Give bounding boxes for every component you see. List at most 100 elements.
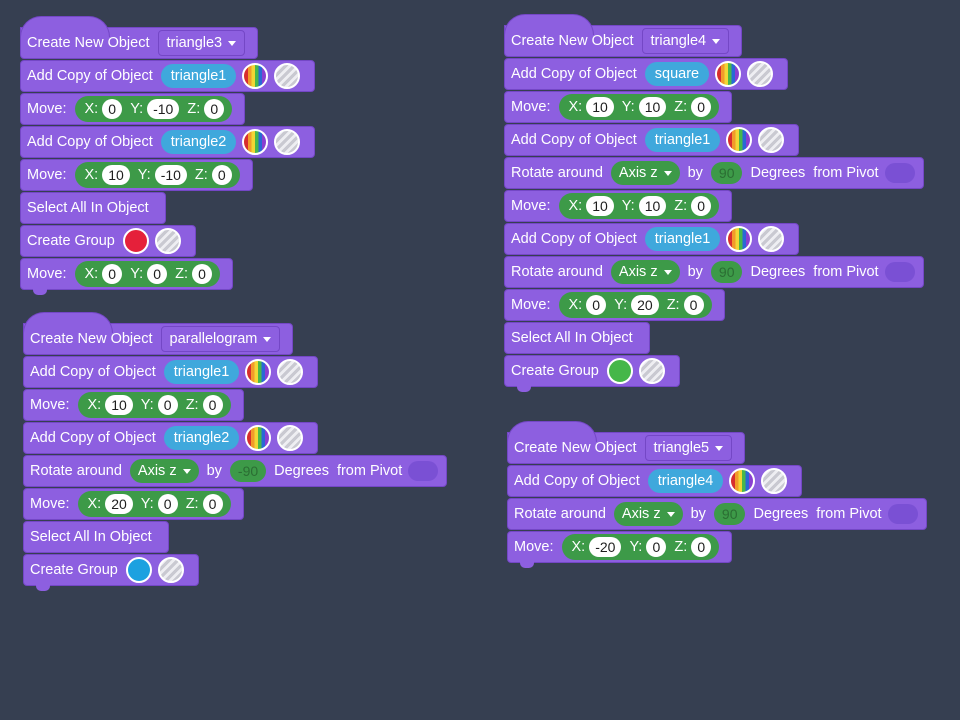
object-reference-pill[interactable]: triangle1 (644, 128, 721, 152)
x-input[interactable]: 10 (102, 165, 130, 185)
red-color-swatch[interactable] (122, 228, 149, 254)
green-color-swatch[interactable] (606, 358, 633, 384)
object-name-dropdown[interactable]: triangle3 (157, 30, 246, 56)
rotate-around-block[interactable]: Rotate around Axis z by -90 Degrees from… (23, 455, 448, 487)
select-all-in-object-block[interactable]: Select All In Object (504, 322, 650, 354)
x-input[interactable]: 20 (105, 494, 133, 514)
z-input[interactable]: 0 (202, 494, 223, 514)
add-copy-of-object-block[interactable]: Add Copy of Object triangle1 (23, 356, 319, 388)
pivot-input-slot[interactable] (887, 504, 918, 524)
z-input[interactable]: 0 (202, 395, 223, 415)
z-input[interactable]: 0 (192, 264, 212, 284)
x-input[interactable]: 10 (586, 97, 614, 117)
z-input[interactable]: 0 (691, 537, 712, 557)
striped-material-swatch[interactable] (274, 63, 301, 89)
object-name-dropdown[interactable]: triangle5 (644, 435, 733, 461)
add-copy-of-object-block[interactable]: Add Copy of Object triangle2 (20, 126, 316, 158)
create-new-object-block[interactable]: Create New Object parallelogram (23, 312, 294, 355)
striped-material-swatch[interactable] (274, 129, 301, 155)
y-input[interactable]: 0 (157, 395, 178, 415)
move-block[interactable]: Move: X:0 Y:-10 Z:0 (20, 93, 246, 125)
axis-dropdown[interactable]: Axis z (610, 260, 680, 284)
create-group-block[interactable]: Create Group (20, 225, 196, 257)
move-block[interactable]: Move: X:10 Y:10 Z:0 (504, 91, 733, 123)
move-block[interactable]: Move: X:0 Y:0 Z:0 (20, 258, 233, 295)
move-block[interactable]: Move: X:10 Y:-10 Z:0 (20, 159, 253, 191)
add-copy-of-object-block[interactable]: Add Copy of Object triangle1 (504, 223, 800, 255)
select-all-in-object-block[interactable]: Select All In Object (23, 521, 169, 553)
create-new-object-block[interactable]: Create New Object triangle5 (507, 421, 746, 464)
z-input[interactable]: 0 (683, 295, 704, 315)
y-input[interactable]: -10 (147, 99, 180, 119)
y-input[interactable]: 0 (147, 264, 168, 284)
move-block[interactable]: Move: X:10 Y:0 Z:0 (23, 389, 244, 421)
add-copy-of-object-block[interactable]: Add Copy of Object square (504, 58, 789, 90)
axis-dropdown[interactable]: Axis z (613, 502, 683, 526)
object-name-dropdown[interactable]: parallelogram (160, 326, 281, 352)
add-copy-of-object-block[interactable]: Add Copy of Object triangle2 (23, 422, 319, 454)
add-copy-of-object-block[interactable]: Add Copy of Object triangle1 (20, 60, 316, 92)
object-name-dropdown[interactable]: triangle4 (641, 28, 730, 54)
y-input[interactable]: -10 (154, 165, 187, 185)
striped-material-swatch[interactable] (277, 425, 304, 451)
pivot-input-slot[interactable] (884, 262, 915, 282)
x-input[interactable]: 0 (586, 295, 607, 315)
y-input[interactable]: 0 (646, 537, 667, 557)
add-copy-of-object-block[interactable]: Add Copy of Object triangle1 (504, 124, 800, 156)
x-input[interactable]: 10 (105, 395, 133, 415)
rotate-around-block[interactable]: Rotate around Axis z by 90 Degrees from … (504, 157, 924, 189)
rainbow-color-swatch[interactable] (715, 61, 742, 87)
degrees-input[interactable]: 90 (713, 503, 746, 525)
rainbow-color-swatch[interactable] (245, 359, 272, 385)
blue-color-swatch[interactable] (125, 557, 152, 583)
degrees-input[interactable]: -90 (229, 460, 267, 482)
rainbow-color-swatch[interactable] (242, 63, 269, 89)
object-reference-pill[interactable]: triangle2 (160, 130, 237, 154)
rainbow-color-swatch[interactable] (242, 129, 269, 155)
move-block[interactable]: Move: X:10 Y:10 Z:0 (504, 190, 733, 222)
degrees-input[interactable]: 90 (710, 261, 743, 283)
axis-dropdown[interactable]: Axis z (610, 161, 680, 185)
create-new-object-block[interactable]: Create New Object triangle4 (504, 14, 743, 57)
x-input[interactable]: 10 (586, 196, 614, 216)
move-block[interactable]: Move: X:0 Y:20 Z:0 (504, 289, 725, 321)
striped-material-swatch[interactable] (154, 228, 181, 254)
pivot-input-slot[interactable] (884, 163, 915, 183)
axis-dropdown[interactable]: Axis z (129, 459, 199, 483)
y-input[interactable]: 0 (157, 494, 178, 514)
move-block[interactable]: Move: X:-20 Y:0 Z:0 (507, 531, 733, 568)
z-input[interactable]: 0 (691, 97, 712, 117)
rotate-around-block[interactable]: Rotate around Axis z by 90 Degrees from … (507, 498, 927, 530)
striped-material-swatch[interactable] (761, 468, 788, 494)
degrees-input[interactable]: 90 (710, 162, 743, 184)
pivot-input-slot[interactable] (408, 461, 439, 481)
create-group-block[interactable]: Create Group (504, 355, 680, 392)
rainbow-color-swatch[interactable] (726, 127, 753, 153)
x-input[interactable]: -20 (589, 537, 622, 557)
y-input[interactable]: 10 (638, 97, 667, 117)
block-stack-triangle4[interactable]: Create New Object triangle4 Add Copy of … (504, 14, 924, 392)
object-reference-pill[interactable]: triangle1 (160, 64, 237, 88)
rotate-around-block[interactable]: Rotate around Axis z by 90 Degrees from … (504, 256, 924, 288)
object-reference-pill[interactable]: triangle4 (647, 469, 724, 493)
striped-material-swatch[interactable] (758, 127, 785, 153)
y-input[interactable]: 10 (638, 196, 667, 216)
object-reference-pill[interactable]: square (644, 62, 710, 86)
z-input[interactable]: 0 (211, 165, 232, 185)
object-reference-pill[interactable]: triangle2 (163, 426, 240, 450)
block-stack-triangle3[interactable]: Create New Object triangle3 Add Copy of … (20, 16, 316, 295)
block-stack-triangle5[interactable]: Create New Object triangle5 Add Copy of … (507, 421, 927, 568)
select-all-in-object-block[interactable]: Select All In Object (20, 192, 166, 224)
y-input[interactable]: 20 (631, 295, 659, 315)
striped-material-swatch[interactable] (758, 226, 785, 252)
object-reference-pill[interactable]: triangle1 (644, 227, 721, 251)
striped-material-swatch[interactable] (277, 359, 304, 385)
create-new-object-block[interactable]: Create New Object triangle3 (20, 16, 259, 59)
rainbow-color-swatch[interactable] (245, 425, 272, 451)
create-group-block[interactable]: Create Group (23, 554, 199, 591)
striped-material-swatch[interactable] (638, 358, 665, 384)
add-copy-of-object-block[interactable]: Add Copy of Object triangle4 (507, 465, 803, 497)
block-stack-parallelogram[interactable]: Create New Object parallelogram Add Copy… (23, 312, 448, 591)
rainbow-color-swatch[interactable] (729, 468, 756, 494)
striped-material-swatch[interactable] (747, 61, 774, 87)
